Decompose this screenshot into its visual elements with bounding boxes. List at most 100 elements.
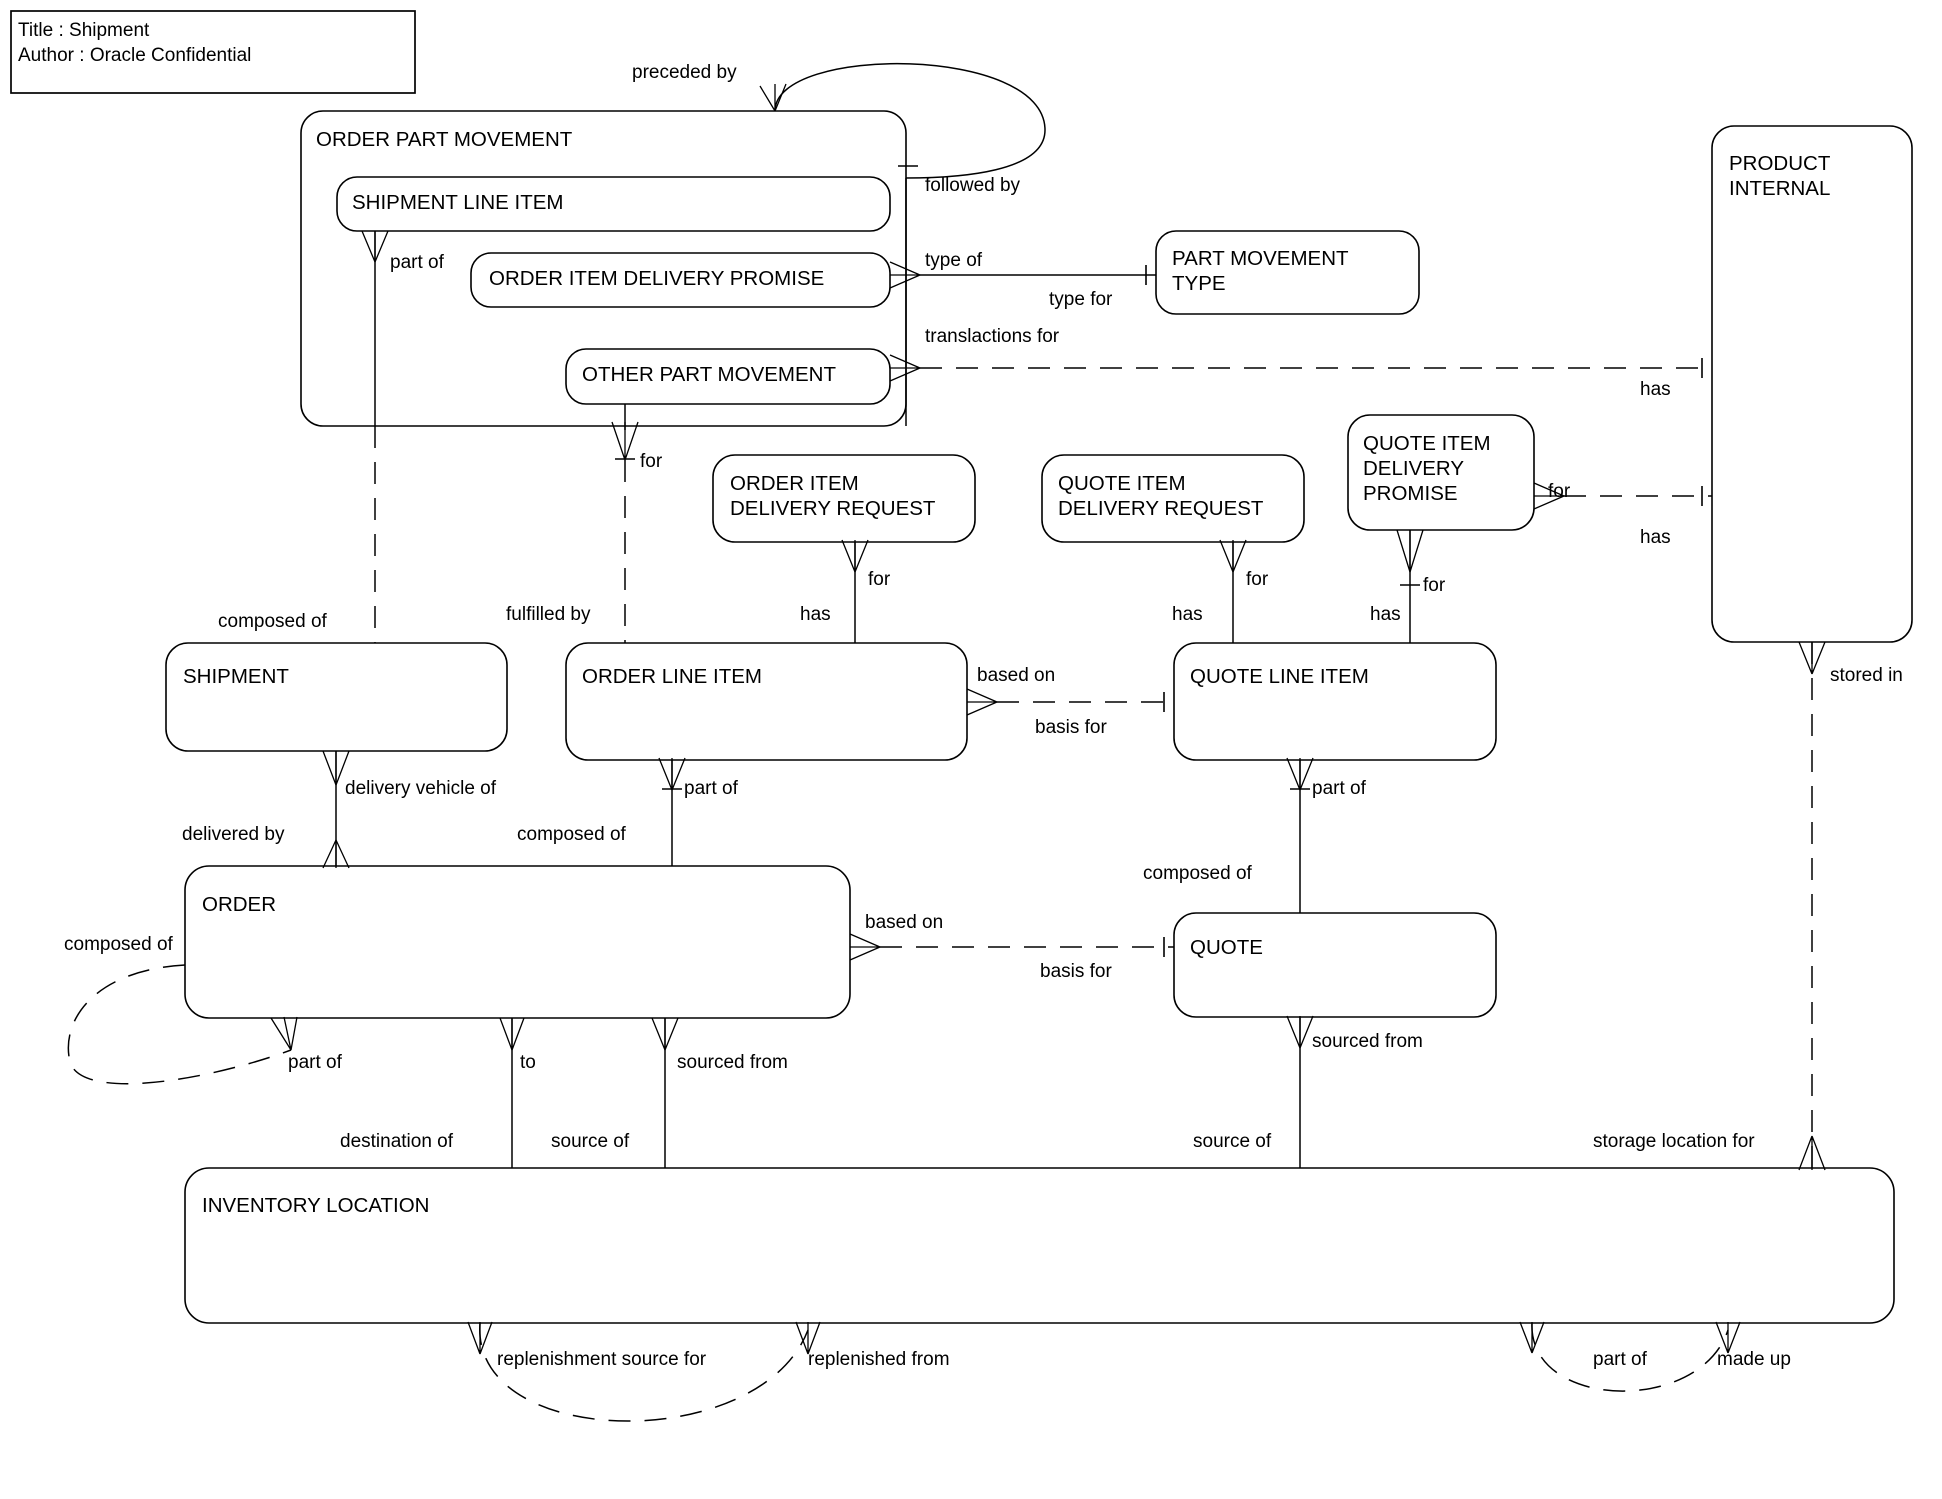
label-for-opm: for (640, 451, 663, 472)
crowfoot-to-order (499, 1017, 525, 1051)
entity-other-part-movement-label: OTHER PART MOVEMENT (582, 363, 836, 386)
entity-product-internal-label-line1: PRODUCT (1729, 152, 1831, 175)
crowfoot-made-up (1715, 1321, 1741, 1354)
entity-order-item-delivery-promise[interactable] (470, 252, 891, 308)
label-composed-of-quote: composed of (1143, 863, 1253, 884)
label-composed-of-order: composed of (517, 824, 627, 845)
entity-quote-item-delivery-request[interactable] (1041, 454, 1305, 543)
label-part-of-oli: part of (684, 778, 739, 799)
crowfoot-part-of-inv (1519, 1321, 1545, 1354)
title-block-box (10, 10, 416, 94)
entity-quote-item-delivery-promise[interactable] (1347, 414, 1535, 531)
label-storage-location-for: storage location for (1593, 1131, 1755, 1152)
entity-order-label: ORDER (202, 893, 276, 916)
crowfoot-delivery-vehicle-of (322, 750, 350, 786)
entity-part-movement-type[interactable] (1155, 230, 1420, 315)
entity-product-internal-label-line2: INTERNAL (1729, 177, 1830, 200)
label-fulfilled-by: fulfilled by (506, 604, 591, 625)
label-has-oli: has (800, 604, 831, 625)
label-for-qidr: for (1246, 569, 1269, 590)
entity-inventory-location[interactable] (184, 1167, 1895, 1324)
label-type-of: type of (925, 250, 983, 271)
label-to-order: to (520, 1052, 536, 1073)
label-sourced-from-quote: sourced from (1312, 1031, 1423, 1052)
link-inv-self-loop-left (479, 1322, 809, 1422)
crowfoot-part-of-order-self (270, 1016, 298, 1051)
entity-order-item-delivery-request-label-line1: ORDER ITEM (730, 472, 859, 495)
label-translactions-for: translactions for (925, 326, 1060, 347)
crowfoot-for-oidr (841, 539, 869, 573)
entity-order-item-delivery-request[interactable] (712, 454, 976, 543)
title-text: Title : Shipment (18, 20, 150, 41)
entity-quote[interactable] (1173, 912, 1497, 1018)
crowfoot-replenished-from (795, 1321, 821, 1355)
label-part-of-qli: part of (1312, 778, 1367, 799)
entity-order-item-delivery-request-label-line2: DELIVERY REQUEST (730, 497, 936, 520)
label-has-qli-2: has (1370, 604, 1401, 625)
entity-quote-item-delivery-promise-label-line2: DELIVERY (1363, 457, 1464, 480)
label-for-oidr: for (868, 569, 891, 590)
entity-order-item-delivery-promise-label: ORDER ITEM DELIVERY PROMISE (489, 267, 824, 290)
label-replenished-from: replenished from (808, 1349, 950, 1370)
label-source-of-order: source of (551, 1131, 630, 1152)
label-stored-in: stored in (1830, 665, 1903, 686)
entity-quote-line-item[interactable] (1173, 642, 1497, 761)
label-for-qidp: for (1548, 481, 1571, 502)
label-has-pi-bottom: has (1640, 527, 1671, 548)
crowfoot-part-of-qli (1286, 757, 1314, 791)
label-replenishment-source-for: replenishment source for (497, 1349, 707, 1370)
label-part-of-inv: part of (1593, 1349, 1648, 1370)
entity-order-line-item[interactable] (565, 642, 968, 761)
label-has-qli: has (1172, 604, 1203, 625)
author-text: Author : Oracle Confidential (18, 45, 251, 66)
label-sourced-from-order: sourced from (677, 1052, 788, 1073)
label-for-qidp2: for (1423, 575, 1446, 596)
entity-order-part-movement-label: ORDER PART MOVEMENT (316, 128, 573, 151)
crowfoot-translactions-for (889, 354, 921, 382)
entity-shipment-label: SHIPMENT (183, 665, 289, 688)
link-inv-self-loop-right (1531, 1322, 1729, 1392)
crowfoot-stored-in (1798, 641, 1826, 675)
crowfoot-based-on-li (966, 688, 998, 716)
entity-quote-line-item-label: QUOTE LINE ITEM (1190, 665, 1369, 688)
label-preceded-by: preceded by (632, 62, 737, 83)
entity-shipment[interactable] (165, 642, 508, 752)
crowfoot-delivered-by (322, 839, 350, 869)
label-source-of-quote: source of (1193, 1131, 1272, 1152)
crowfoot-storage-location-for (1798, 1135, 1826, 1171)
link-order-self-loop (67, 964, 292, 1085)
label-followed-by: followed by (925, 175, 1021, 196)
entity-product-internal[interactable] (1711, 125, 1913, 643)
entity-quote-item-delivery-request-label-line2: DELIVERY REQUEST (1058, 497, 1264, 520)
entity-quote-item-delivery-promise-label-line3: PROMISE (1363, 482, 1458, 505)
entity-part-movement-type-label-line1: PART MOVEMENT (1172, 247, 1349, 270)
entity-part-movement-type-label-line2: TYPE (1172, 272, 1226, 295)
label-delivered-by: delivered by (182, 824, 285, 845)
label-basis-for-li: basis for (1035, 717, 1107, 738)
label-delivery-vehicle-of: delivery vehicle of (345, 778, 497, 799)
label-has-pi-top: has (1640, 379, 1671, 400)
label-basis-for-order: basis for (1040, 961, 1112, 982)
label-composed-of-shipment: composed of (218, 611, 328, 632)
crowfoot-for-opm (611, 421, 639, 461)
label-composed-of-self: composed of (64, 934, 174, 955)
entity-quote-item-delivery-request-label-line1: QUOTE ITEM (1058, 472, 1186, 495)
label-type-for: type for (1049, 289, 1113, 310)
crowfoot-part-of-slm (361, 230, 389, 263)
label-based-on-order: based on (865, 912, 943, 933)
entity-other-part-movement[interactable] (565, 348, 891, 405)
label-part-of-order: part of (288, 1052, 343, 1073)
entity-order[interactable] (184, 865, 851, 1019)
crowfoot-preceded-by (759, 83, 787, 112)
crowfoot-for-qidp (1533, 482, 1565, 510)
crowfoot-for-qidp2 (1396, 529, 1424, 573)
crowfoot-part-of-oli (658, 757, 686, 791)
entity-shipment-line-item[interactable] (336, 176, 891, 232)
entity-quote-label: QUOTE (1190, 936, 1263, 959)
label-part-of-opm: part of (390, 252, 445, 273)
crowfoot-sourced-from-quote (1286, 1015, 1314, 1049)
crowfoot-replenishment-source-for (467, 1321, 493, 1355)
label-made-up: made up (1717, 1349, 1791, 1370)
entity-order-line-item-label: ORDER LINE ITEM (582, 665, 762, 688)
